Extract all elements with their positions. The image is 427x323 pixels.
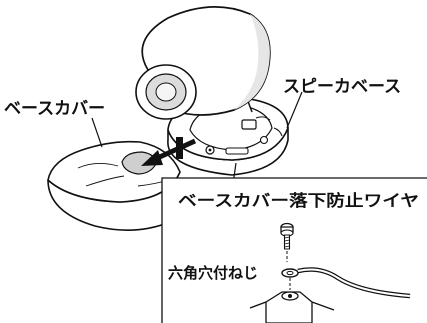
wire-detail-inset [161, 177, 427, 323]
direction-arrow [141, 138, 197, 166]
speaker-base-label: スピーカベース [283, 77, 401, 97]
base-cover-label: ベースカバー [4, 99, 105, 119]
wire-ring-icon [281, 267, 411, 299]
fall-prevention-wire-label: ベースカバー落下防止ワイヤ [178, 191, 419, 210]
speaker-head [135, 6, 271, 120]
mounting-boss-icon [249, 291, 335, 323]
hex-screw-label: 六角穴付ねじ [168, 264, 258, 282]
hex-screw-icon [280, 222, 294, 262]
